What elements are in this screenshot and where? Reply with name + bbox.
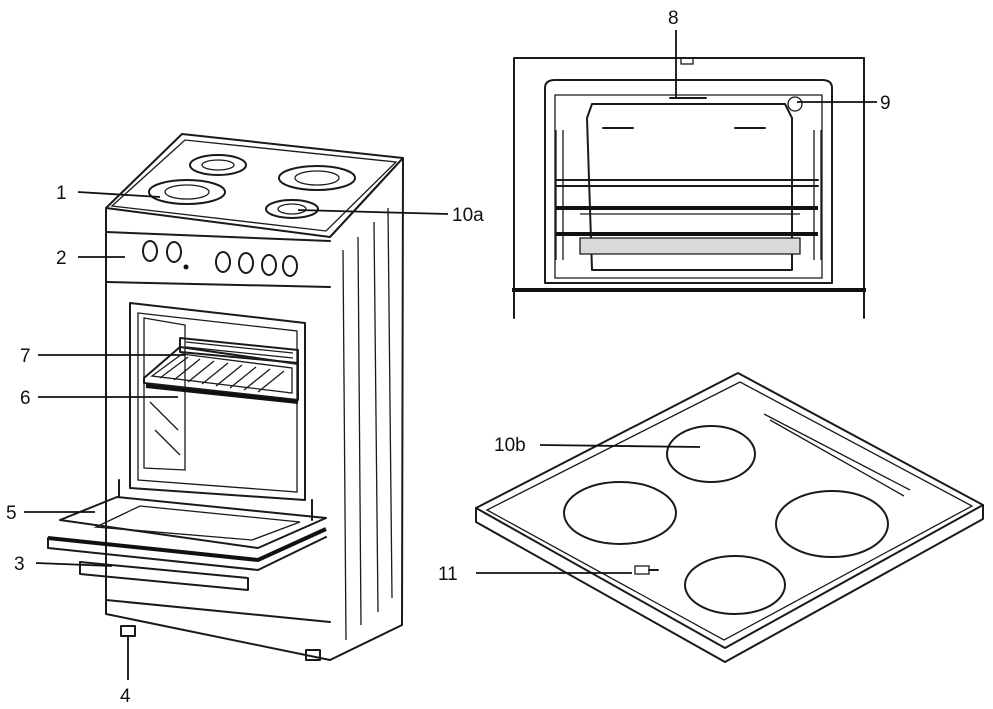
part-labels: 1 2 3 4 5 6 7 8 9 10a 10b 11	[6, 8, 891, 707]
label-3: 3	[14, 554, 25, 575]
label-9: 9	[880, 93, 891, 114]
label-10b: 10b	[494, 435, 526, 456]
label-4: 4	[120, 686, 131, 707]
cooker-illustration	[47, 133, 404, 661]
label-5: 5	[6, 503, 17, 524]
label-6: 6	[20, 388, 31, 409]
label-8: 8	[668, 8, 679, 29]
label-2: 2	[56, 248, 67, 269]
label-7: 7	[20, 346, 31, 367]
label-11: 11	[438, 564, 458, 585]
label-10a: 10a	[452, 205, 484, 226]
leader-lines	[24, 30, 877, 680]
oven-interior-illustration	[512, 57, 866, 319]
ceramic-hob-illustration	[475, 372, 984, 663]
label-1: 1	[56, 183, 67, 204]
